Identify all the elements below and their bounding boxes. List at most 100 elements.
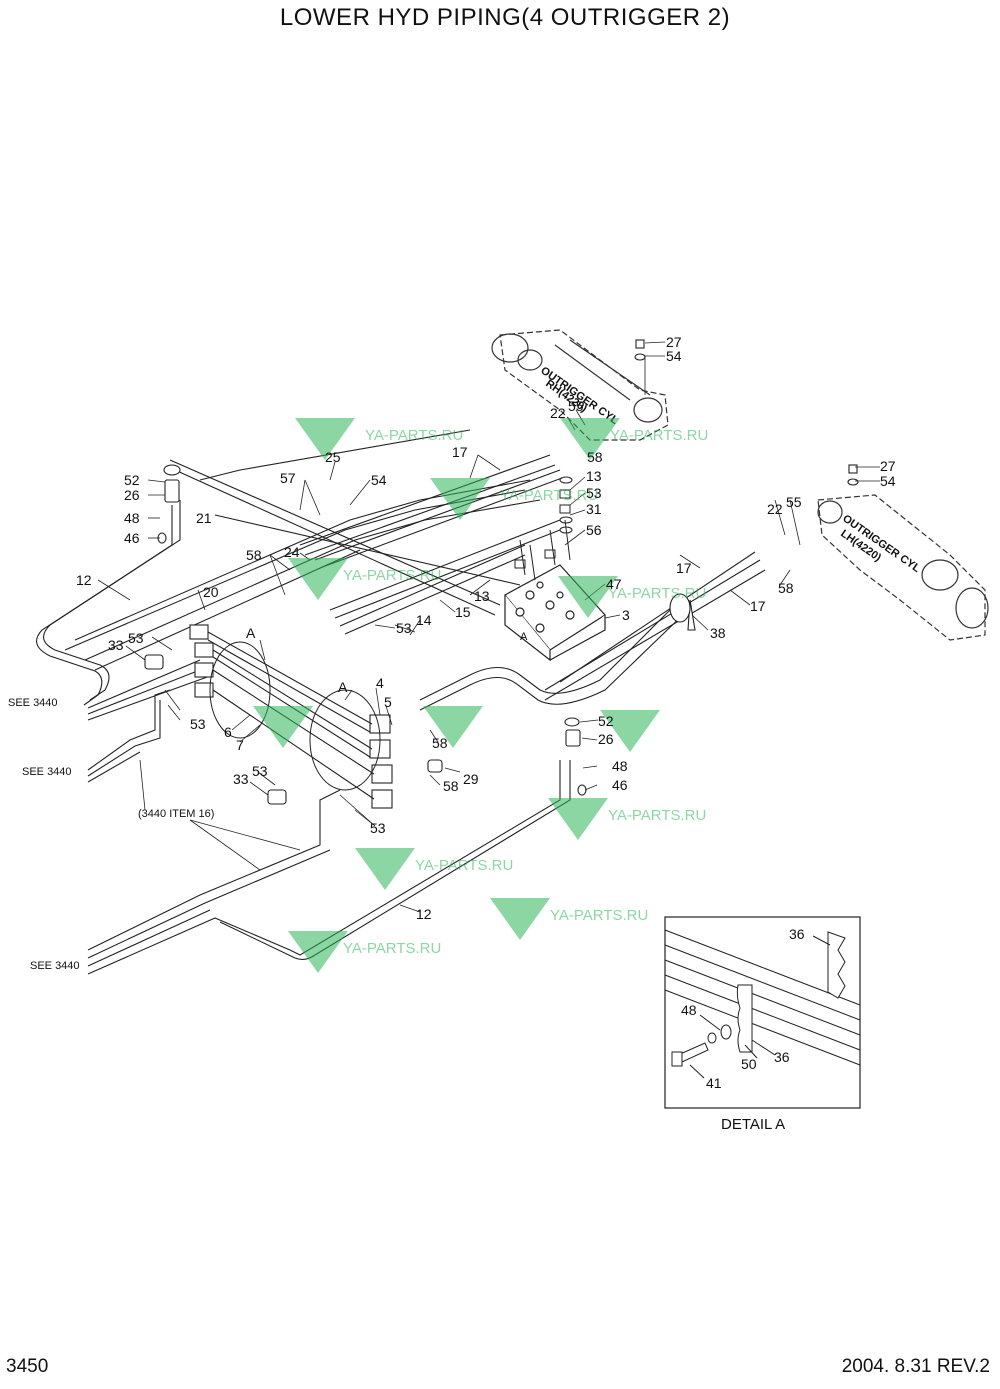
- watermark-text: YA-PARTS.RU: [343, 567, 441, 584]
- part-label: 26: [124, 487, 140, 503]
- part-label: A: [338, 679, 348, 695]
- pipe-bundle-upper: [169, 454, 766, 701]
- part-label: 7: [236, 737, 244, 753]
- part-label: A: [246, 625, 256, 641]
- part-label: 27: [880, 458, 896, 474]
- part-label: 41: [706, 1075, 722, 1091]
- part-label: 13: [586, 468, 602, 484]
- part-labels: 27 54 55 22 58 17 13 53 31 56 25 57 54 5…: [76, 334, 896, 922]
- part-label: 54: [666, 348, 682, 364]
- part-label: 4: [376, 675, 384, 691]
- part-label: 36: [774, 1049, 790, 1065]
- page-number: 3450: [6, 1356, 49, 1377]
- watermark-text: YA-PARTS.RU: [415, 857, 513, 874]
- part-label: 53: [252, 763, 268, 779]
- part-label: 53: [128, 630, 144, 646]
- watermark-text: YA-PARTS.RU: [608, 807, 706, 824]
- part-label: 53: [396, 620, 412, 636]
- part-label: 36: [789, 926, 805, 942]
- item16-note: (3440 ITEM 16): [138, 808, 214, 820]
- watermark-logo: [253, 706, 313, 748]
- part-label: 58: [587, 449, 603, 465]
- part-label: 48: [681, 1002, 697, 1018]
- part-label: 48: [612, 758, 628, 774]
- valve-port-a: A: [520, 631, 528, 643]
- part-label: 54: [880, 473, 896, 489]
- part-label: 26: [598, 731, 614, 747]
- part-label: 33: [233, 771, 249, 787]
- watermark-logo: YA-PARTS.RU: [560, 418, 708, 460]
- part-label: 15: [455, 604, 471, 620]
- part-label: 24: [284, 544, 300, 560]
- outrigger-cylinder-lh: OUTRIGGER CYL LH(4220): [817, 494, 989, 641]
- part-label: 55: [786, 494, 802, 510]
- valve-fittings: [514, 476, 573, 581]
- part-label: 25: [325, 449, 341, 465]
- part-label: 14: [416, 612, 432, 628]
- part-label: 58: [432, 735, 448, 751]
- part-label: 53: [586, 485, 602, 501]
- detail-a-box: 36 48 50 36 41 DETAIL A: [664, 916, 861, 1133]
- part-label: 50: [741, 1056, 757, 1072]
- part-label: 12: [76, 572, 92, 588]
- part-label: 3: [622, 607, 630, 623]
- watermark-text: YA-PARTS.RU: [500, 487, 598, 504]
- cross-references: SEE 3440 SEE 3440 SEE 3440 (3440 ITEM 16…: [8, 697, 214, 972]
- part-label: 58: [443, 778, 459, 794]
- part-label: 46: [612, 777, 628, 793]
- watermark-text: YA-PARTS.RU: [610, 427, 708, 444]
- watermark-logo: YA-PARTS.RU: [558, 576, 706, 618]
- leader-lines: [97, 341, 880, 913]
- watermark-text: YA-PARTS.RU: [608, 585, 706, 602]
- watermark-logo: YA-PARTS.RU: [548, 798, 706, 840]
- valve-block: A: [504, 564, 606, 662]
- watermark-logo: [600, 710, 660, 752]
- watermark-text: YA-PARTS.RU: [550, 907, 648, 924]
- part-label: 29: [463, 771, 479, 787]
- part-label: 13: [474, 588, 490, 604]
- part-label: 54: [371, 472, 387, 488]
- detail-a-callouts: [209, 641, 381, 791]
- part-label: 21: [196, 510, 212, 526]
- fittings-misc: [144, 339, 859, 805]
- part-label: 52: [124, 472, 140, 488]
- part-label: 6: [224, 724, 232, 740]
- see-3440-note: SEE 3440: [22, 766, 72, 778]
- watermark-logo: YA-PARTS.RU: [288, 931, 441, 973]
- part-label: 48: [124, 510, 140, 526]
- watermark-logo: YA-PARTS.RU: [295, 418, 463, 460]
- part-label: 53: [190, 716, 206, 732]
- watermark-logo: [423, 706, 483, 748]
- part-label: 47: [606, 576, 622, 592]
- part-label: 12: [416, 906, 432, 922]
- part-label: 53: [370, 820, 386, 836]
- part-label: 38: [710, 625, 726, 641]
- part-label: 33: [108, 637, 124, 653]
- see-3440-note: SEE 3440: [8, 697, 58, 709]
- date-revision: 2004. 8.31 REV.2: [841, 1356, 990, 1377]
- part-label: 17: [750, 598, 766, 614]
- part-label: 57: [280, 470, 296, 486]
- part-label: 20: [203, 584, 219, 600]
- part-label: 5: [384, 694, 392, 710]
- part-label: 46: [124, 530, 140, 546]
- part-label: 58: [246, 547, 262, 563]
- part-label: 17: [676, 560, 692, 576]
- part-label: 31: [586, 501, 602, 517]
- part-label: 17: [452, 444, 468, 460]
- part-label: 56: [586, 522, 602, 538]
- watermark-logo: YA-PARTS.RU: [430, 478, 598, 520]
- watermark-text: YA-PARTS.RU: [343, 940, 441, 957]
- watermark-logo: YA-PARTS.RU: [355, 848, 513, 890]
- watermark-logo: YA-PARTS.RU: [288, 558, 441, 600]
- watermark-group: YA-PARTS.RU YA-PARTS.RU YA-PARTS.RU YA-P…: [253, 418, 708, 973]
- part-label: 52: [598, 713, 614, 729]
- pipe-blocks-left: [189, 624, 393, 809]
- watermark-logo: YA-PARTS.RU: [490, 898, 648, 940]
- pipe-loop-bottom: [419, 599, 691, 711]
- part-label: 58: [778, 580, 794, 596]
- detail-a-caption: DETAIL A: [721, 1116, 785, 1133]
- part-label: 55: [568, 398, 584, 414]
- part-label: 27: [666, 334, 682, 350]
